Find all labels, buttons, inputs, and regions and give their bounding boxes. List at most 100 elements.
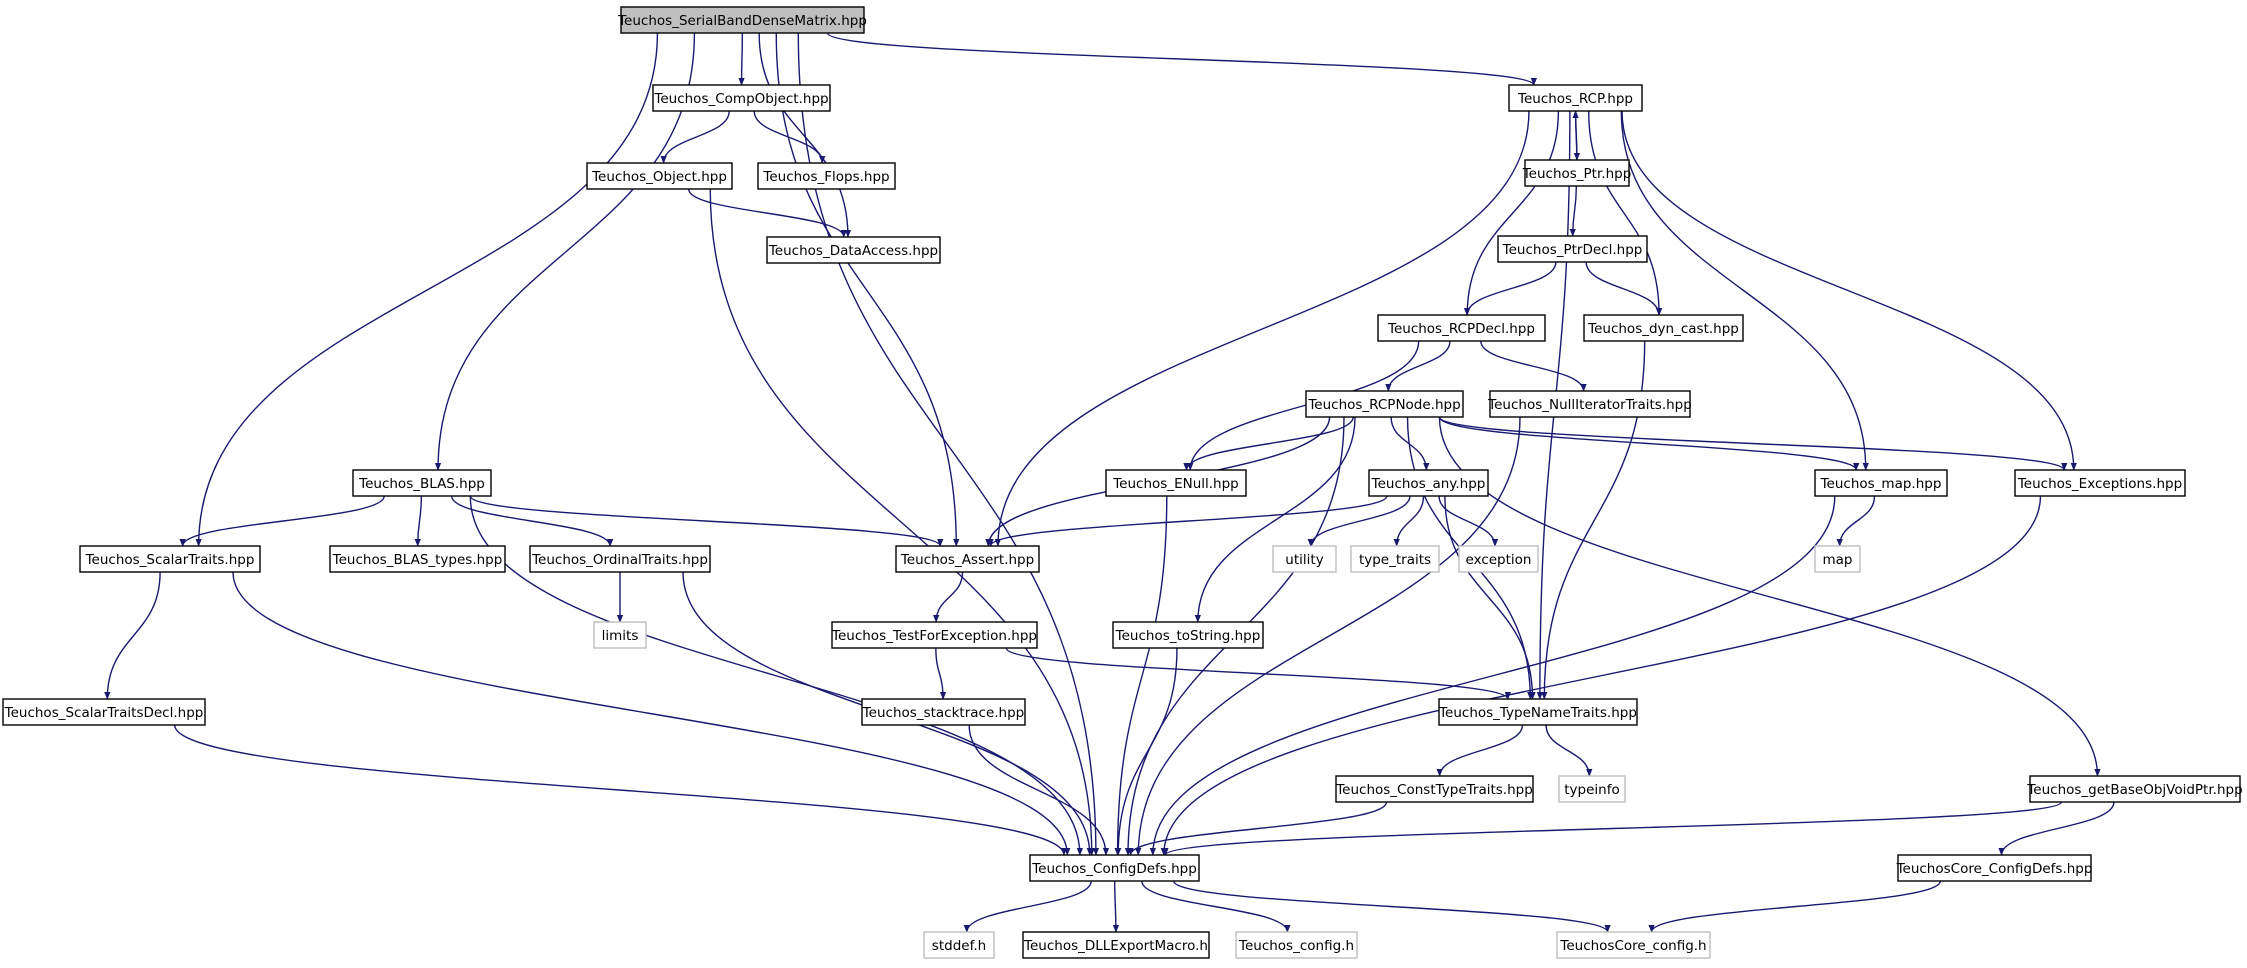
node-serialband[interactable]: Teuchos_SerialBandDenseMatrix.hpp [617,6,867,34]
node-box [329,545,506,573]
node-dataaccess[interactable]: Teuchos_DataAccess.hpp [766,236,941,264]
node-box [1377,314,1546,342]
node-label: Teuchos_any.hpp [1371,476,1486,492]
node-tostring[interactable]: Teuchos_toString.hpp [1112,621,1264,649]
node-label: type_traits [1359,552,1431,568]
edge-configdefs-to-coreconfig-h [1172,880,1611,933]
edge-blas-to-scalartraits [179,495,385,547]
node-box [1497,235,1648,263]
node-label: Teuchos_RCPDecl.hpp [1387,321,1535,337]
nodes-layer: Teuchos_SerialBandDenseMatrix.hppTeuchos… [2,6,2243,959]
node-label: Teuchos_BLAS.hpp [358,476,485,492]
node-box [1022,931,1210,959]
node-box [831,621,1038,649]
edge-rcpnode-to-enull [1183,416,1354,471]
edge-rcpnode-to-map-hpp [1438,416,1860,471]
edge-testforexc-to-typename [1005,647,1511,700]
node-label: Teuchos_RCP.hpp [1517,91,1633,107]
node-dyncast[interactable]: Teuchos_dyn_cast.hpp [1583,314,1744,342]
node-box [1524,159,1630,187]
node-rcp[interactable]: Teuchos_RCP.hpp [1508,84,1643,112]
node-box [1335,775,1534,803]
node-label: Teuchos_config.h [1238,938,1354,954]
node-box [1814,469,1948,497]
node-compobject[interactable]: Teuchos_CompObject.hpp [652,84,831,112]
edge-scalartraitsdecl-to-configdefs [174,724,1068,856]
node-label: map [1823,552,1853,568]
node-scalartraitsdecl[interactable]: Teuchos_ScalarTraitsDecl.hpp [2,698,206,726]
node-ptrdecl[interactable]: Teuchos_PtrDecl.hpp [1497,235,1648,263]
node-rcpnode[interactable]: Teuchos_RCPNode.hpp [1305,390,1464,418]
node-rcpdecl[interactable]: Teuchos_RCPDecl.hpp [1377,314,1546,342]
node-consttype[interactable]: Teuchos_ConstTypeTraits.hpp [1335,775,1534,803]
node-testforexc[interactable]: Teuchos_TestForException.hpp [831,621,1038,649]
node-configdefs[interactable]: Teuchos_ConfigDefs.hpp [1029,854,1200,882]
node-label: Teuchos_SerialBandDenseMatrix.hpp [617,13,867,29]
node-box [1029,854,1200,882]
node-box [652,84,831,112]
node-coreconfig-h[interactable]: TeuchosCore_config.h [1556,931,1711,959]
node-label: Teuchos_map.hpp [1820,476,1942,492]
node-config-h[interactable]: Teuchos_config.h [1235,931,1358,959]
node-coreconfigdefs[interactable]: TeuchosCore_ConfigDefs.hpp [1896,854,2093,882]
edge-any-to-utility [1307,495,1411,547]
node-map[interactable]: map [1814,545,1861,573]
node-stddef[interactable]: stddef.h [923,931,995,959]
node-label: Teuchos_Flops.hpp [762,169,889,185]
edge-ptrdecl-to-dyncast [1585,261,1663,316]
node-flops[interactable]: Teuchos_Flops.hpp [757,162,896,190]
node-ordinaltraits[interactable]: Teuchos_OrdinalTraits.hpp [529,545,711,573]
edge-configdefs-to-dllexport [1112,880,1120,933]
node-assert[interactable]: Teuchos_Assert.hpp [895,545,1040,573]
node-enull[interactable]: Teuchos_ENull.hpp [1105,469,1247,497]
edge-rcp-to-map-hpp [1620,110,1869,471]
node-typeinfo[interactable]: typeinfo [1558,775,1626,803]
node-exception[interactable]: exception [1458,545,1539,573]
edge-rcpdecl-to-rcpnode [1385,340,1451,392]
node-label: Teuchos_Ptr.hpp [1522,166,1632,182]
node-label: stddef.h [932,938,986,954]
edge-exceptions-to-configdefs [1160,495,2042,856]
node-getbaseobj[interactable]: Teuchos_getBaseObjVoidPtr.hpp [2026,775,2243,803]
node-label: Teuchos_OrdinalTraits.hpp [531,552,708,568]
node-limits[interactable]: limits [593,621,647,649]
node-box [1458,545,1539,573]
node-blas[interactable]: Teuchos_BLAS.hpp [352,469,492,497]
node-exceptions[interactable]: Teuchos_Exceptions.hpp [2014,469,2186,497]
node-any[interactable]: Teuchos_any.hpp [1368,469,1489,497]
edge-serialband-to-rcp [826,32,1537,86]
node-box [1105,469,1247,497]
edge-blas-to-blastypes [414,495,423,547]
edge-object-to-dataaccess [687,188,847,238]
node-label: typeinfo [1564,782,1619,798]
node-scalartraits[interactable]: Teuchos_ScalarTraits.hpp [79,545,261,573]
node-typename[interactable]: Teuchos_TypeNameTraits.hpp [1438,698,1638,726]
edge-coreconfigdefs-to-coreconfig-h [1648,880,1942,933]
edge-getbaseobj-to-configdefs [1162,801,2063,856]
node-stacktrace[interactable]: Teuchos_stacktrace.hpp [861,698,1026,726]
edge-tostring-to-configdefs [1114,647,1178,856]
node-label: Teuchos_ScalarTraits.hpp [85,552,255,568]
node-type-traits[interactable]: type_traits [1350,545,1440,573]
edge-map-hpp-to-map [1836,495,1876,547]
node-object[interactable]: Teuchos_Object.hpp [586,162,733,190]
node-label: Teuchos_DLLExportMacro.h [1023,938,1208,954]
node-box [766,236,941,264]
node-box [757,162,896,190]
node-label: Teuchos_RCPNode.hpp [1307,397,1460,413]
node-box [1112,621,1264,649]
node-blastypes[interactable]: Teuchos_BLAS_types.hpp [329,545,506,573]
node-map-hpp[interactable]: Teuchos_map.hpp [1814,469,1948,497]
node-utility[interactable]: utility [1272,545,1337,573]
edge-compobject-to-flops [753,110,826,164]
node-nulliter[interactable]: Teuchos_NullIteratorTraits.hpp [1487,390,1692,418]
node-box [1305,390,1464,418]
edge-ptr-to-ptrdecl [1569,185,1578,237]
node-ptr[interactable]: Teuchos_Ptr.hpp [1522,159,1632,187]
node-dllexport[interactable]: Teuchos_DLLExportMacro.h [1022,931,1210,959]
edge-getbaseobj-to-coreconfigdefs [1998,801,2115,856]
node-box [923,931,995,959]
node-label: Teuchos_TestForException.hpp [831,628,1037,644]
node-box [2,698,206,726]
